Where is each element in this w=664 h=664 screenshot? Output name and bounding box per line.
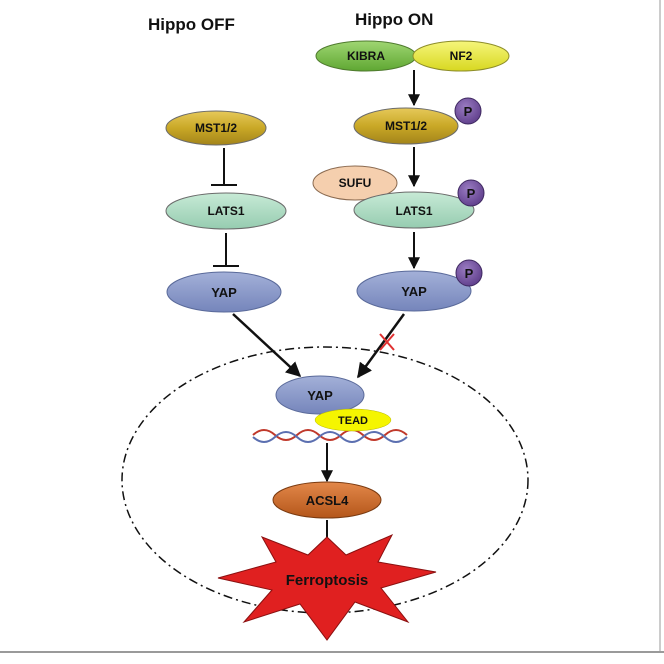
phospho-lats-on-label: P (467, 186, 476, 201)
yap-on-label: YAP (401, 284, 427, 299)
mst-off-label: MST1/2 (195, 121, 237, 135)
nf2-label: NF2 (450, 49, 473, 63)
title-hippo-on: Hippo ON (355, 10, 433, 29)
lats-off-label: LATS1 (207, 204, 244, 218)
acsl4-node (272, 481, 382, 519)
yap-nucleus-label: YAP (307, 388, 333, 403)
yap-off-node (166, 271, 282, 313)
kibra-label: KIBRA (347, 49, 385, 63)
nf2-node (412, 40, 510, 72)
phospho-lats-on (457, 179, 485, 207)
tead-node (314, 408, 392, 432)
phospho-mst-on-label: P (464, 104, 473, 119)
mst-on-node (353, 107, 459, 145)
title-hippo-off: Hippo OFF (148, 15, 235, 34)
ferroptosis-burst (217, 533, 437, 641)
tead-label: TEAD (338, 415, 368, 427)
dna-strands-icon (252, 429, 408, 443)
arrow-yap-on-to-nucleus (356, 313, 406, 379)
yap-nucleus-node (275, 375, 365, 415)
phospho-mst-on (454, 97, 482, 125)
yap-on-node (356, 270, 472, 312)
sufu-label: SUFU (339, 176, 372, 190)
blocked-cross-icon (379, 333, 395, 351)
ferroptosis-label: Ferroptosis (286, 572, 369, 589)
yap-off-label: YAP (211, 285, 237, 300)
arrow-yap-off-to-nucleus (232, 313, 302, 378)
mst-on-label: MST1/2 (385, 119, 427, 133)
lats-on-node (353, 191, 475, 229)
lats-off-node (165, 192, 287, 230)
mst-off-node (165, 110, 267, 146)
acsl4-label: ACSL4 (306, 493, 349, 508)
phospho-yap-on-label: P (465, 266, 474, 281)
lats-on-label: LATS1 (395, 204, 432, 218)
phospho-yap-on (455, 259, 483, 287)
sufu-node (312, 165, 398, 201)
